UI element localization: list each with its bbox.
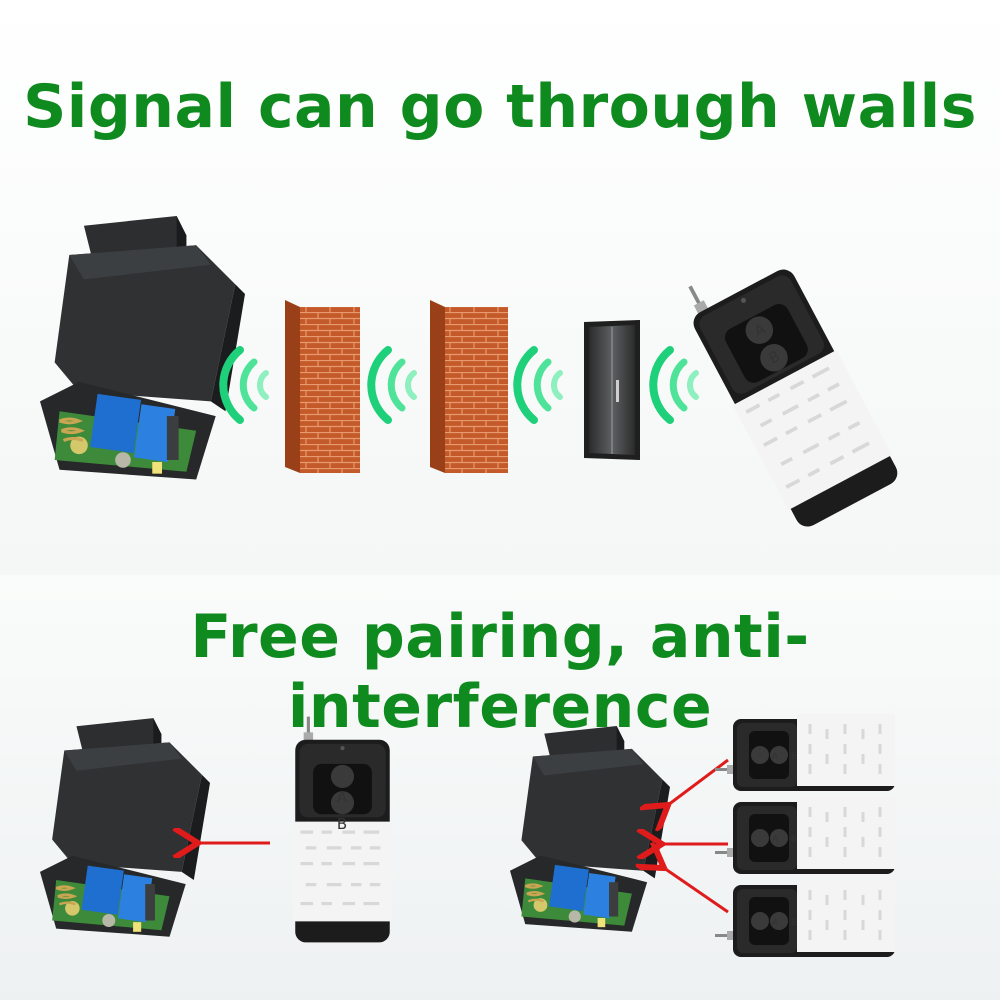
remote-control-icon: A B <box>715 797 895 876</box>
headline-free-pairing: Free pairing, anti-interference <box>190 602 810 742</box>
brick-wall-icon <box>430 300 508 473</box>
svg-text:B: B <box>791 918 797 928</box>
svg-text:B: B <box>791 752 797 762</box>
signal-wave-icon <box>517 350 560 420</box>
headline-through-walls: Signal can go through walls <box>23 72 977 142</box>
brick-wall-icon <box>285 300 360 473</box>
remote-control-icon: A B <box>715 880 895 959</box>
svg-text:B: B <box>791 835 797 845</box>
signal-wave-icon <box>653 350 696 420</box>
red-arrow-icon <box>664 868 729 914</box>
receiver-module-icon <box>40 215 245 481</box>
svg-text:A: A <box>772 835 779 845</box>
receiver-module-icon <box>40 718 210 938</box>
signal-wave-icon <box>371 350 414 420</box>
svg-text:B: B <box>337 815 347 833</box>
remote-control-icon: A B <box>672 237 906 535</box>
remote-control-icon: A B <box>715 714 895 793</box>
svg-text:A: A <box>337 788 348 806</box>
remote-control-icon: A B <box>291 714 394 945</box>
red-arrow-icon <box>668 758 729 805</box>
svg-text:A: A <box>772 752 779 762</box>
receiver-module-icon <box>510 724 670 933</box>
door-icon <box>584 320 640 460</box>
svg-text:A: A <box>772 918 779 928</box>
